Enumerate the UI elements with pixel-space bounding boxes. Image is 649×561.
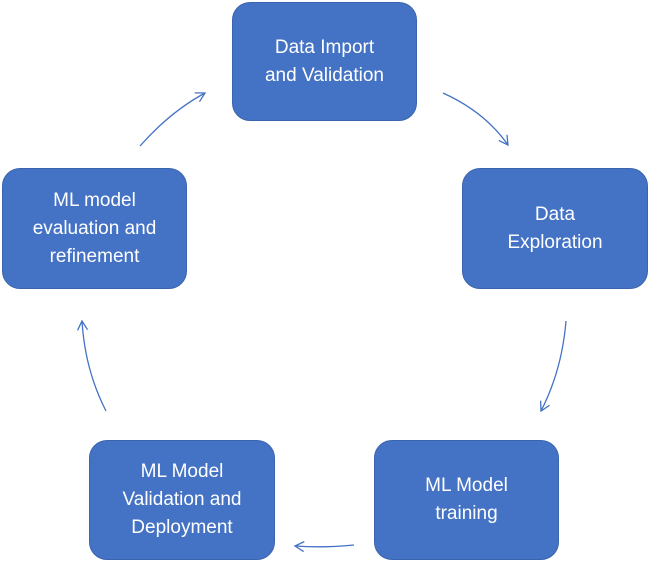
arrow-import-to-exploration xyxy=(442,92,509,147)
node-ml-training: ML Model training xyxy=(374,440,559,560)
node-ml-validation-deployment: ML Model Validation and Deployment xyxy=(89,440,275,560)
arrow-training-to-deployment xyxy=(293,541,355,553)
node-ml-evaluation-refinement: ML model evaluation and refinement xyxy=(2,168,187,289)
node-label: ML Model training xyxy=(425,475,508,524)
node-data-import: Data Import and Validation xyxy=(232,2,417,121)
node-label: ML Model Validation and Deployment xyxy=(122,461,242,538)
arrow-deployment-to-evaluation xyxy=(76,319,107,412)
arrow-evaluation-to-import xyxy=(139,92,207,147)
node-label: Data Exploration xyxy=(507,203,603,253)
arrow-exploration-to-training xyxy=(540,320,567,413)
node-label: Data Import and Validation xyxy=(264,36,385,86)
node-label: ML model evaluation and refinement xyxy=(32,189,157,267)
node-data-exploration: Data Exploration xyxy=(462,168,648,289)
